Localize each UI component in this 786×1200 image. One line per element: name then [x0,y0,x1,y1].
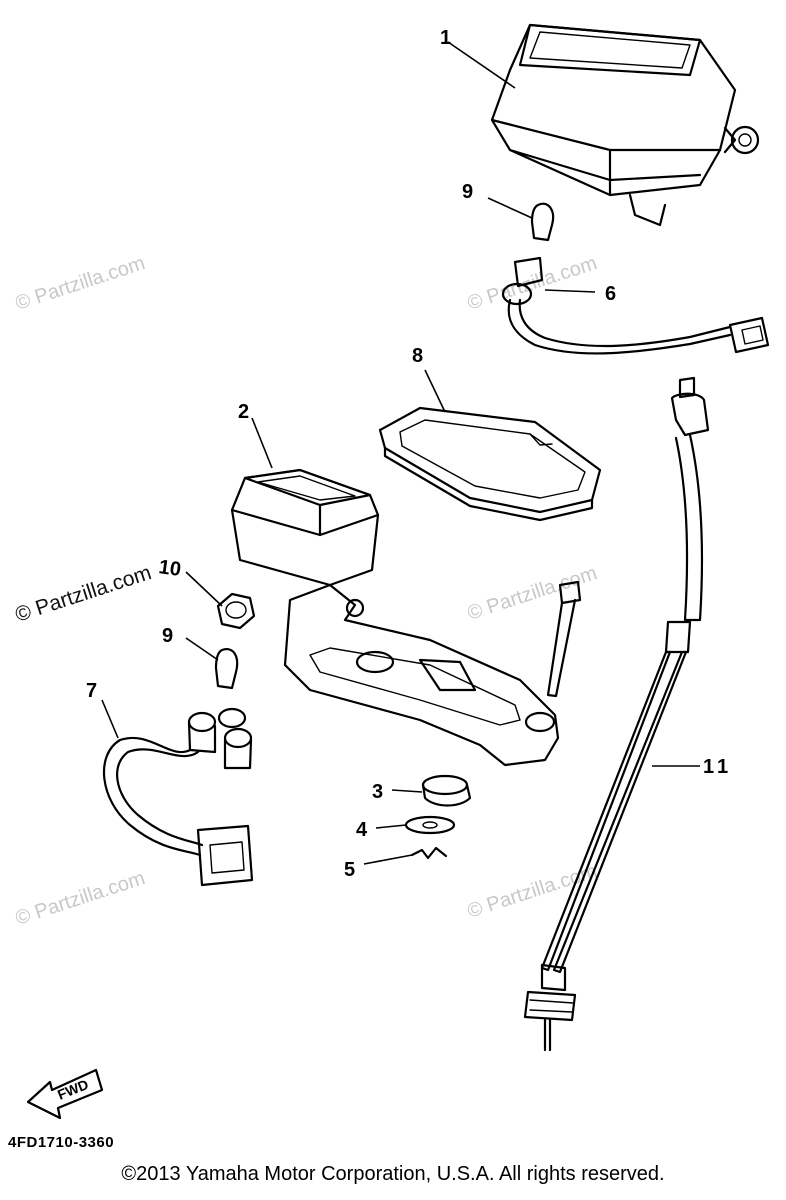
callout-8: 8 [412,345,423,367]
callout-9-lower: 9 [162,625,173,647]
bolt-part [546,580,582,698]
speedometer-cable-part [523,376,710,1052]
callout-7: 7 [86,680,97,702]
washer-part-4 [404,815,456,835]
grommet-part-3 [421,774,472,807]
callout-3: 3 [372,781,383,803]
callout-2: 2 [238,401,249,423]
socket-cord-part [501,256,770,355]
callout-4: 4 [356,819,368,841]
callout-10: 10 [157,556,182,581]
meter-assembly-part [490,23,760,227]
callout-1: 1 [440,27,451,49]
bulb-part-upper [530,202,555,242]
fwd-arrow-icon: FWD [26,1068,104,1120]
callout-9-upper: 9 [462,181,473,203]
diagram-code: 4FD1710-3360 [8,1134,115,1151]
callout-11: 11 [703,756,732,778]
watermark: © Partzilla.com [13,867,148,930]
fwd-label: FWD [55,1076,91,1103]
clip-part-5 [410,846,448,860]
meter-case-part [230,468,560,767]
copyright-notice: ©2013 Yamaha Motor Corporation, U.S.A. A… [121,1163,665,1185]
wire-harness-part [102,707,254,887]
bulb-part-lower [214,648,239,690]
watermark: © Partzilla.com [13,252,148,315]
callout-6: 6 [605,283,616,305]
callout-leaders [101,41,700,865]
gasket-part [378,406,602,522]
callout-5: 5 [344,859,355,881]
watermark: © Partzilla.com [12,561,154,627]
grommet-part-10 [216,592,256,630]
